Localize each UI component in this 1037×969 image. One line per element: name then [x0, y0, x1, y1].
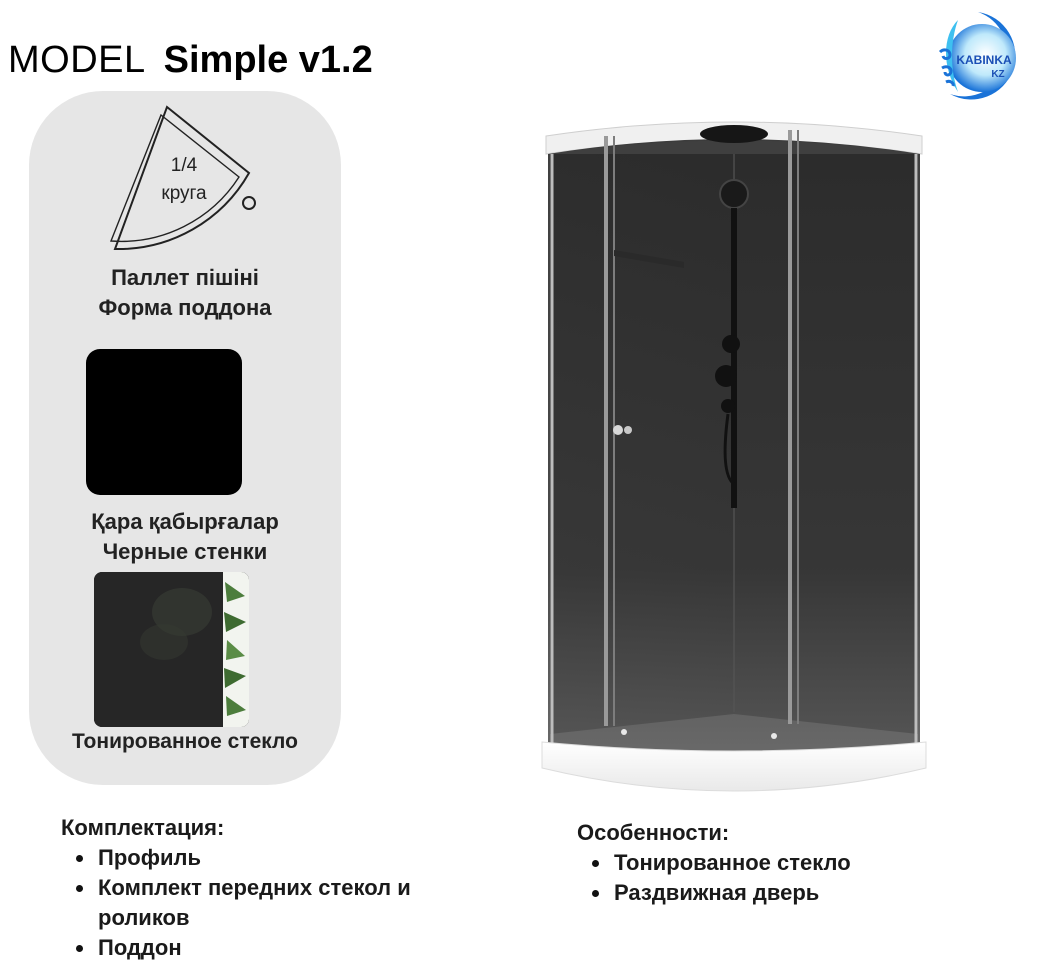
page-title: MODEL Simple v1.2 — [8, 38, 373, 82]
tray-caption: Паллет пішіні Форма поддона — [29, 263, 341, 323]
features-title: Особенности: — [577, 820, 730, 845]
shower-cabin-image — [538, 114, 930, 814]
list-item: Раздвижная дверь — [577, 878, 997, 908]
spec-panel: 1/4 круга Паллет пішіні Форма поддона Қа… — [29, 91, 341, 785]
bullet-icon — [76, 885, 83, 892]
tray-caption-ru: Форма поддона — [98, 295, 272, 320]
list-item: Тонированное стекло — [577, 848, 997, 878]
tray-fraction: 1/4 — [171, 155, 198, 176]
model-label: MODEL — [8, 39, 146, 81]
walls-caption-kz: Қара қабырғалар — [91, 509, 279, 534]
features-section: Особенности: Тонированное стекло Раздвиж… — [577, 818, 997, 908]
kit-section: Комплектация: Профиль Комплект передних … — [61, 813, 501, 963]
bullet-icon — [76, 855, 83, 862]
kit-title: Комплектация: — [61, 815, 225, 840]
bullet-icon — [76, 945, 83, 952]
bullet-icon — [592, 860, 599, 867]
tinted-glass-swatch — [94, 572, 249, 727]
list-item: Поддон — [61, 933, 501, 963]
tray-shape-word: круга — [161, 183, 207, 204]
tray-caption-kz: Паллет пішіні — [111, 265, 259, 290]
bullet-icon — [592, 890, 599, 897]
tinted-glass-plant-image — [94, 572, 249, 727]
logo-text-bottom: KZ — [991, 69, 1004, 80]
walls-caption-ru: Черные стенки — [102, 539, 268, 564]
quarter-circle-tray-icon: 1/4 круга — [91, 105, 256, 251]
list-item: Комплект передних стекол и роликов — [61, 873, 501, 933]
black-walls-swatch — [86, 349, 242, 495]
glass-caption: Тонированное стекло — [72, 730, 298, 753]
model-name: Simple v1.2 — [163, 39, 373, 81]
kit-list: Профиль Комплект передних стекол и ролик… — [61, 843, 501, 963]
walls-caption: Қара қабырғалар Черные стенки — [29, 507, 341, 567]
features-list: Тонированное стекло Раздвижная дверь — [577, 848, 997, 908]
brand-logo: KABINKA KZ — [928, 6, 1028, 106]
list-item: Профиль — [61, 843, 501, 873]
logo-text-top: KABINKA — [956, 53, 1012, 67]
logo-emblem-icon: KABINKA KZ — [938, 12, 1016, 100]
